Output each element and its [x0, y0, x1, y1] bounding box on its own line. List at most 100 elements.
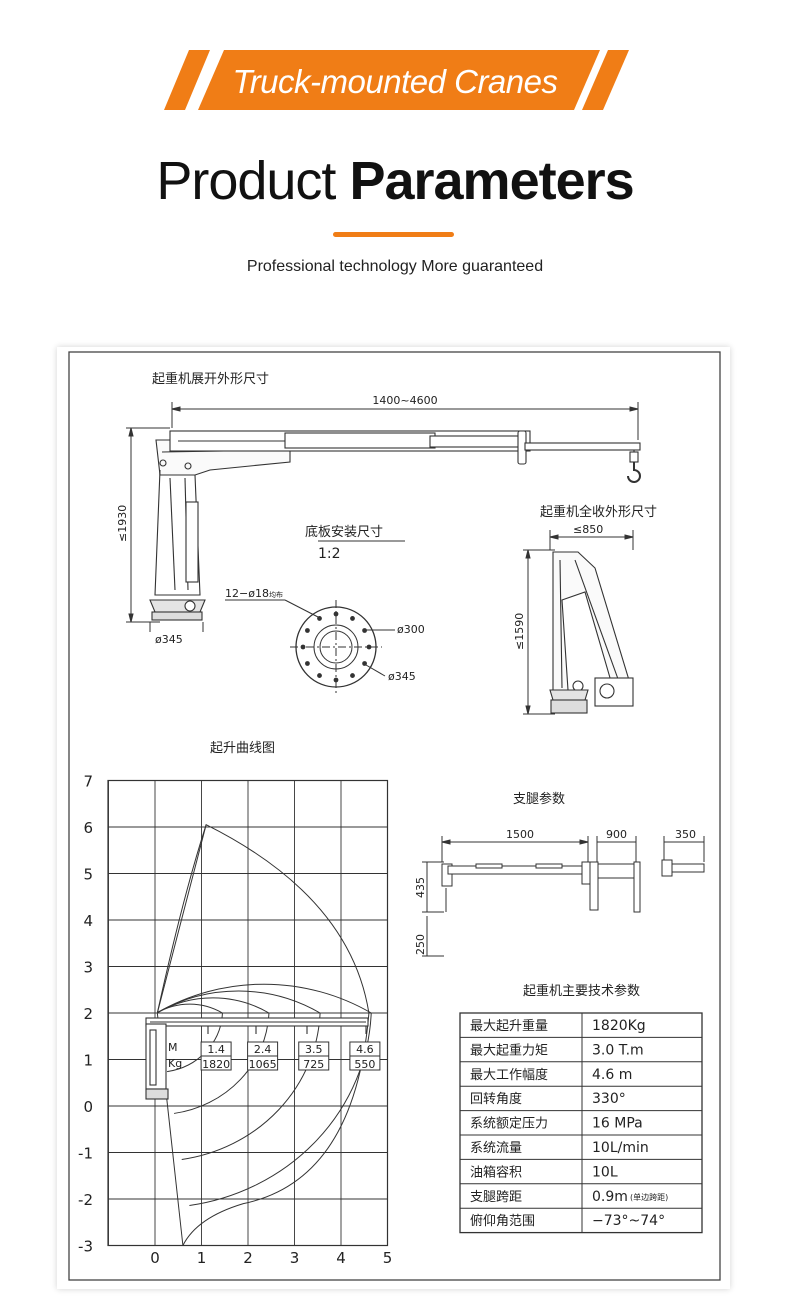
dim-ø345-label: ø345 [388, 670, 416, 683]
bolt-hole [317, 673, 322, 678]
bolt-hole [350, 616, 355, 621]
chart-crane-figure [145, 1017, 369, 1100]
spec-value: 0.9m [592, 1189, 628, 1205]
dim-base-dia: ø345 [149, 622, 204, 646]
spec-table: 最大起升重量 1820Kg 最大起重力矩 3.0 T.m 最大工作幅度 4.6 m 回转角度… [459, 1012, 703, 1234]
spec-label: 最大起重力矩 [470, 1042, 548, 1058]
y-tick-label: 4 [83, 912, 93, 930]
drawing-frame [68, 351, 721, 1281]
page-title: Product Parameters [0, 150, 790, 212]
crane-retracted-figure [549, 551, 634, 714]
title-bold: Parameters [349, 151, 634, 211]
retracted-title: 起重机全收外形尺寸 [540, 504, 657, 520]
y-tick-label: 1 [83, 1052, 93, 1070]
banner-badge-bg [198, 50, 600, 110]
page-subtitle: Professional technology More guaranteed [246, 258, 544, 275]
spec-label: 系统流量 [470, 1141, 522, 1156]
spec-label: 俯仰角范围 [470, 1213, 535, 1229]
drawing-sheet: 起重机展开外形尺寸 1400~4600 ≤1930 [57, 347, 730, 1289]
spec-value: 1820Kg [592, 1018, 646, 1034]
base-title: 底板安装尺寸 [305, 524, 383, 540]
row-label-kg: Kg [168, 1057, 182, 1070]
x-tick-label: 1 [197, 1249, 207, 1267]
title-underline [333, 232, 454, 237]
dim-height-retracted: ≤1590 [513, 549, 555, 715]
dim-435: 435 [414, 877, 427, 898]
y-tick-label: 3 [83, 959, 93, 977]
spec-table-frame [459, 1012, 703, 1234]
point-load: 725 [303, 1058, 324, 1071]
point-load: 1065 [249, 1058, 277, 1071]
spec-value: 10L/min [592, 1140, 649, 1156]
bolt-note-main: 12−ø18 [225, 587, 269, 600]
dim-reach: 1400~4600 [171, 394, 639, 440]
header-banner: Truck-mounted Cranes [164, 50, 629, 110]
crane-extended-figure [149, 430, 641, 621]
spec-label: 最大起升重量 [470, 1018, 548, 1034]
load-chart-curves [156, 823, 372, 1246]
dim-width-label: ≤850 [573, 523, 603, 536]
spec-value: −73°~74° [592, 1213, 665, 1229]
bolt-hole [333, 611, 339, 617]
dim-height-extended: ≤1930 [116, 427, 170, 623]
outrigger-figure: 1500 900 350 435 250 [414, 828, 705, 957]
spec-label: 油箱容积 [470, 1164, 522, 1180]
bolt-hole [333, 677, 339, 683]
bolt-hole [350, 673, 355, 678]
point-load: 550 [354, 1058, 375, 1071]
spec-title: 起重机主要技术参数 [523, 983, 640, 999]
spec-value: 3.0 T.m [592, 1042, 644, 1058]
y-tick-label: 0 [83, 1098, 93, 1116]
y-tick-label: -2 [78, 1191, 93, 1209]
title-light: Product [156, 151, 336, 211]
dim-height-retracted-label: ≤1590 [513, 613, 526, 650]
extended-title: 起重机展开外形尺寸 [152, 371, 269, 387]
dim-1500: 1500 [506, 828, 534, 841]
y-tick-label: -3 [78, 1238, 93, 1256]
reach-arc-lower [173, 1012, 270, 1114]
y-tick-label: -1 [78, 1145, 93, 1163]
load-chart-labels: 7 6 5 4 3 2 1 0 -1 -2 -3 0 1 2 3 4 5 [78, 773, 392, 1268]
x-tick-label: 5 [383, 1249, 393, 1267]
banner-right-stripe [582, 50, 629, 110]
bolt-hole [305, 661, 310, 666]
technical-drawing: 起重机展开外形尺寸 1400~4600 ≤1930 [68, 351, 721, 1281]
y-tick-label: 2 [83, 1005, 93, 1023]
spec-value: 4.6 m [592, 1067, 632, 1083]
point-load: 1820 [202, 1058, 230, 1071]
bolt-hole [305, 628, 310, 633]
spec-label: 回转角度 [470, 1091, 522, 1107]
dim-900: 900 [606, 828, 627, 841]
point-radius: 2.4 [254, 1043, 272, 1056]
curve-title: 起升曲线图 [210, 741, 275, 756]
x-tick-label: 4 [336, 1249, 346, 1267]
reach-arc [157, 1003, 223, 1014]
dim-base-dia-label: ø345 [155, 633, 183, 646]
reach-arc [157, 997, 270, 1014]
bolt-hole [300, 644, 306, 650]
spec-label: 支腿跨距 [470, 1190, 522, 1205]
y-tick-label: 5 [83, 866, 93, 884]
y-tick-label: 7 [83, 773, 93, 791]
base-plate-figure [290, 600, 382, 695]
spec-note: (单边跨距) [630, 1192, 668, 1202]
bolt-hole [362, 628, 367, 633]
bolt-note: 12−ø18均布 [225, 587, 283, 600]
x-tick-label: 3 [290, 1249, 300, 1267]
x-tick-label: 0 [150, 1249, 160, 1267]
base-scale: 1:2 [318, 546, 341, 562]
dim-height-label: ≤1930 [116, 505, 129, 542]
banner-badge-label: Truck-mounted Cranes [232, 63, 557, 100]
spec-label: 系统额定压力 [470, 1117, 548, 1132]
spec-value: 330° [592, 1091, 626, 1107]
outrigger-title: 支腿参数 [513, 791, 565, 807]
x-tick-label: 2 [243, 1249, 253, 1267]
spec-label: 最大工作幅度 [470, 1067, 548, 1083]
bolt-hole [366, 644, 372, 650]
bolt-note-suffix: 均布 [269, 590, 283, 599]
reach-arc [157, 983, 372, 1014]
point-radius: 1.4 [207, 1043, 225, 1056]
y-tick-label: 6 [83, 819, 93, 837]
bolt-hole [317, 616, 322, 621]
